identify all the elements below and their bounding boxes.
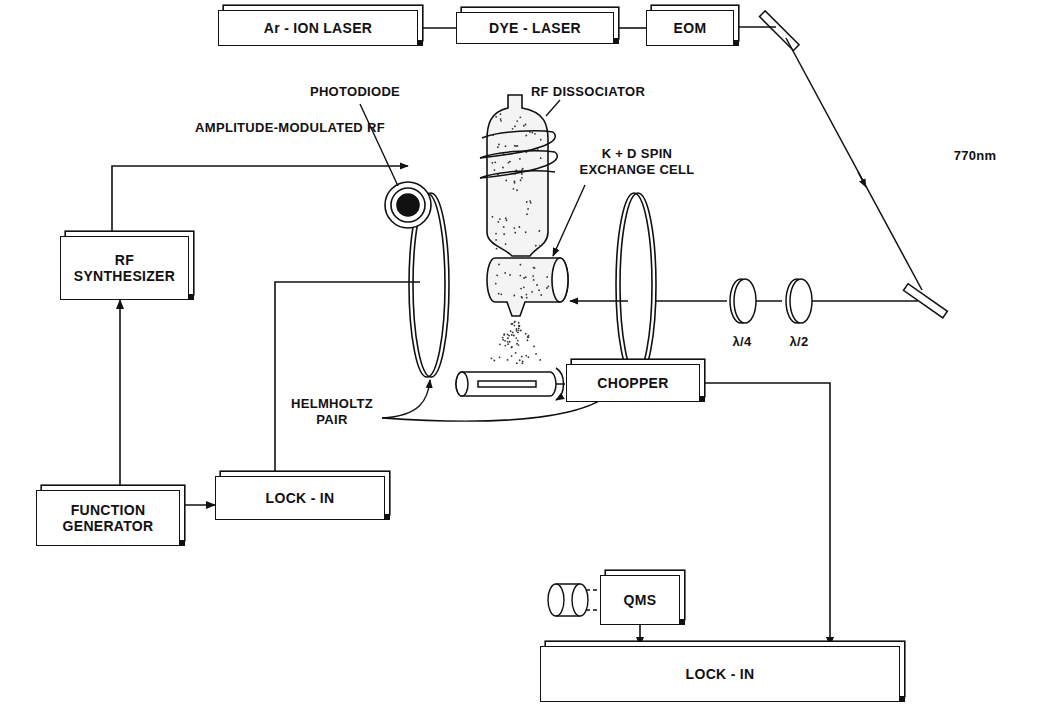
mass-spectrometer-box: QMS — [600, 575, 680, 625]
laser-beam — [570, 27, 922, 301]
wavelength-label: 770nm — [940, 148, 1010, 164]
box-label: LOCK - IN — [680, 664, 761, 684]
box-label: QMS — [618, 590, 663, 610]
part-label: K + D SPIN EXCHANGE CELL — [572, 146, 702, 177]
mirror — [759, 11, 947, 318]
box-label: DYE - LASER — [483, 18, 587, 38]
box-label: RF SYNTHESIZER — [61, 250, 188, 286]
lockin-box: LOCK - IN — [215, 476, 385, 520]
chopper-wheel — [456, 368, 565, 400]
optic-label: λ/2 — [779, 334, 819, 350]
lockin-box: LOCK - IN — [540, 646, 900, 702]
signal-connector — [639, 625, 641, 646]
wave-plate — [730, 279, 812, 323]
box-label: EOM — [668, 18, 713, 38]
signal-connector — [180, 504, 215, 506]
box-label: FUNCTION GENERATOR — [37, 500, 179, 536]
qms-source — [548, 584, 600, 616]
part-label: PHOTODIODE — [300, 84, 410, 100]
spin-exchange-cell — [487, 258, 568, 364]
signal-wire — [112, 166, 420, 475]
part-label: RF DISSOCIATOR — [518, 84, 658, 100]
signal-connector — [119, 300, 121, 490]
signal-label: AMPLITUDE-MODULATED RF — [190, 120, 390, 136]
box-label: CHOPPER — [591, 373, 674, 393]
modulator-box: EOM — [646, 10, 734, 46]
laser-box: Ar - ION LASER — [218, 10, 418, 46]
part-label: HELMHOLTZ PAIR — [282, 396, 382, 427]
optic-label: λ/4 — [722, 334, 762, 350]
laser-box: DYE - LASER — [456, 12, 614, 44]
signal-connector — [700, 383, 830, 646]
photodiode-symbol — [385, 182, 431, 228]
synthesizer-box: RF SYNTHESIZER — [60, 236, 189, 300]
chopper-box: CHOPPER — [566, 364, 700, 402]
rf-dissociator — [480, 95, 557, 256]
generator-box: FUNCTION GENERATOR — [36, 490, 180, 546]
signal-connector — [418, 27, 456, 29]
box-label: Ar - ION LASER — [258, 18, 378, 38]
box-label: LOCK - IN — [260, 488, 341, 508]
signal-connector — [614, 27, 646, 29]
